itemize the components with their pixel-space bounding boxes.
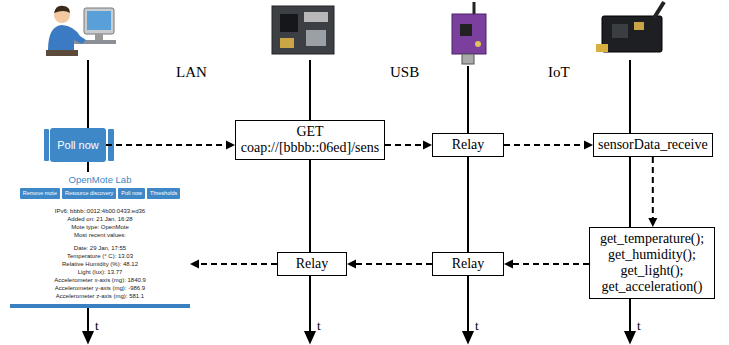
button-node: Poll now — [50, 128, 106, 162]
dashed-arrow — [648, 157, 657, 227]
link-label: IoT — [548, 64, 570, 81]
receive-box: sensorData_receive — [593, 133, 713, 157]
node-text: Resource discovery — [65, 190, 113, 197]
panel-line: Temperature (° C): 13.03 — [14, 252, 186, 260]
connector-line — [106, 144, 227, 146]
node-text: Thresholds — [150, 190, 177, 197]
connector-line — [504, 144, 585, 146]
node-text: Poll now — [121, 190, 142, 197]
function-box: get_temperature(); get_humidity(); get_l… — [589, 227, 715, 299]
panel-line: Added on: 21 Jan, 16:28 — [14, 215, 186, 223]
node-text: Relay — [282, 256, 342, 272]
dashed-arrow — [106, 141, 235, 150]
panel-title: OpenMote Lab — [14, 174, 186, 186]
arrowhead — [347, 260, 356, 269]
arrowhead — [226, 141, 235, 150]
panel-button: Remove mote — [20, 188, 60, 199]
node-text: Poll now — [57, 139, 99, 151]
partial-buttons — [44, 129, 114, 161]
panel-line: Mote type: OpenMote — [14, 223, 186, 231]
usb-dongle-icon — [452, 2, 486, 64]
connector-line — [355, 263, 432, 265]
node-text: Relay — [437, 256, 499, 272]
board-icon — [272, 6, 334, 54]
dashed-arrow — [504, 260, 589, 269]
arrowhead — [504, 260, 513, 269]
panel-button: Thresholds — [147, 188, 180, 199]
relay-box: Relay — [277, 252, 347, 276]
relay-box: Relay — [432, 133, 504, 157]
arrowhead — [584, 141, 593, 150]
time-axis-label: t — [637, 318, 641, 334]
connector-line — [512, 263, 589, 265]
panel-line: Accelerometer z-axis (mg): 581.1 — [14, 292, 186, 300]
time-axis-label: t — [475, 318, 479, 334]
dashed-arrow — [347, 260, 432, 269]
iot-mote-icon — [596, 2, 664, 52]
node-text: GET coap://[bbbb::06ed]/sens — [240, 124, 380, 156]
dashed-arrow — [190, 260, 277, 269]
panel-line: Light (lux): 13.77 — [14, 268, 186, 276]
request-box: GET coap://[bbbb::06ed]/sens — [235, 120, 385, 160]
node-text: sensorData_receive — [598, 137, 708, 153]
panel-line: Most recent values: — [14, 231, 186, 239]
panel-button: Poll now — [118, 188, 145, 199]
user-icon — [46, 6, 116, 56]
panel-button: Resource discovery — [62, 188, 116, 199]
connector-line — [385, 144, 424, 146]
connector-line — [198, 263, 277, 265]
dashed-arrow — [385, 141, 432, 150]
panel-line: IPv6: bbbb::0012:4b00:0433:ed36 — [14, 207, 186, 215]
panel-line: Relative Humidity (%): 48.12 — [14, 260, 186, 268]
relay-box: Relay — [432, 252, 504, 276]
panel-line: Accelerometer y-axis (mg): -986.9 — [14, 284, 186, 292]
link-label: USB — [390, 64, 419, 81]
arrowhead — [190, 260, 199, 269]
panel-line: Accelerometer x-axis (mg): 1840.9 — [14, 276, 186, 284]
node-text: get_temperature(); get_humidity(); get_l… — [594, 231, 710, 295]
time-axis-label: t — [95, 318, 99, 334]
button-row: Remove mote Resource discovery Poll now Thr… — [14, 188, 186, 199]
time-axis-label: t — [317, 318, 321, 334]
node-text: Relay — [437, 137, 499, 153]
connector-line — [652, 157, 654, 219]
arrowhead — [648, 218, 657, 227]
node-text: Remove mote — [23, 190, 57, 197]
link-label: LAN — [176, 64, 207, 81]
panel-line: Date: 29 Jan, 17:55 — [14, 244, 186, 252]
arrowhead — [423, 141, 432, 150]
dashed-arrow — [504, 141, 593, 150]
screenshot-panel: OpenMote LabRemove mote Resource discover… — [10, 172, 190, 308]
